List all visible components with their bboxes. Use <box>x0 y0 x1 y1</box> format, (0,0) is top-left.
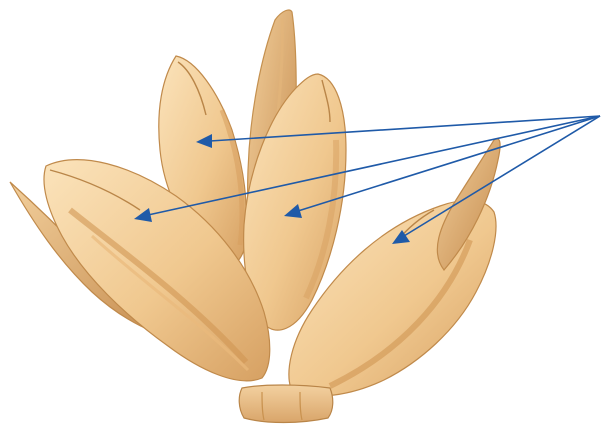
floret-base <box>239 385 333 423</box>
